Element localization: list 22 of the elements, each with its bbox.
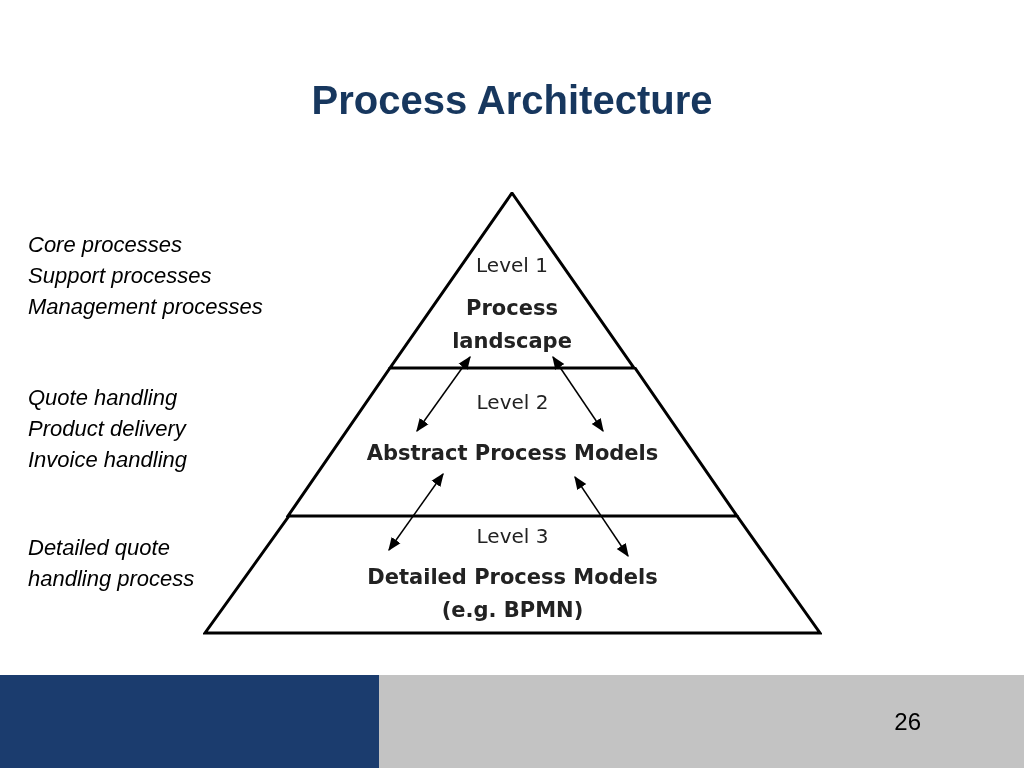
pyramid-level [388,192,636,369]
example-text: Product delivery [28,415,188,443]
level-number: Level 1 [475,252,549,279]
double-arrow [574,475,629,558]
double-arrow [388,472,444,552]
page-number: 26 [894,706,921,737]
example-text: Support processes [28,262,213,290]
example-text: Invoice handling [28,446,188,474]
example-text: Detailed quote handling process [28,534,196,593]
double-arrow [552,355,604,433]
pyramid-level [286,367,739,517]
level-name: Abstract Process Models [365,440,660,467]
level-name: Process landscape [451,295,573,355]
double-arrow [416,355,471,433]
pyramid-level [203,515,822,635]
level-name: Detailed Process Models (e.g. BPMN) [366,564,659,624]
slide-title: Process Architecture [310,77,714,124]
example-text: Core processes [28,231,184,259]
level-number: Level 3 [475,523,550,550]
level-number: Level 2 [475,389,550,416]
example-text: Management processes [28,293,264,321]
example-text: Quote handling [28,384,179,412]
